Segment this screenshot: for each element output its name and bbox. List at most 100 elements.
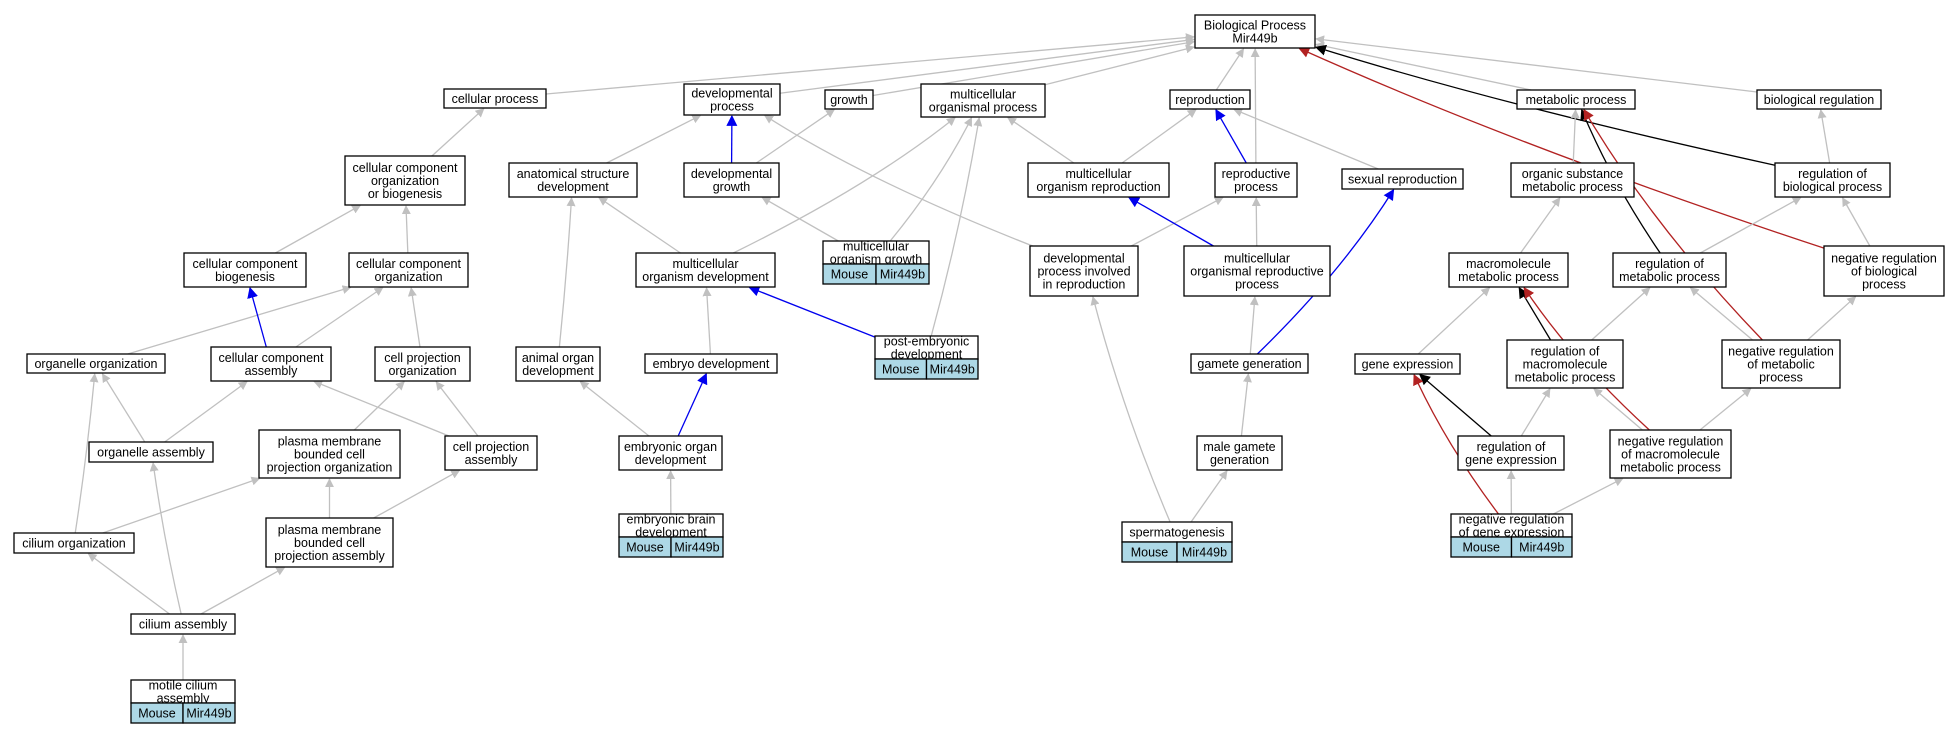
annotation-tag-cell [670, 536, 724, 558]
node-label-line: multicellular [843, 240, 909, 254]
node-box [1774, 162, 1891, 198]
edge-is-a [579, 381, 650, 437]
node-label-line: process [710, 100, 754, 114]
edge-is-a [1007, 117, 1075, 164]
edge-is-a [598, 197, 681, 254]
node-label-line: gene expression [1465, 453, 1557, 467]
node-box [374, 346, 471, 382]
node-box [1612, 252, 1727, 288]
node-box [1457, 435, 1565, 471]
node-label-line: organelle organization [34, 357, 157, 371]
edge-is-a [373, 469, 461, 519]
node-organelle-organization[interactable]: organelle organization [26, 353, 166, 374]
edge-is-a [1520, 388, 1551, 437]
node-embryo-development[interactable]: embryo development [644, 353, 778, 374]
node-metabolic-process[interactable]: metabolic process [1516, 89, 1636, 110]
node-label-line: organism development [642, 270, 769, 284]
node-label-line: organism growth [830, 253, 922, 267]
edge-is-a [1520, 197, 1561, 254]
node-cilium-organization[interactable]: cilium organization [13, 532, 135, 554]
node-label-line: growth [713, 180, 751, 194]
annotation-gene-label: Mir449b [186, 707, 231, 721]
node-label-line: development [635, 453, 707, 467]
node-label-line: organelle assembly [97, 446, 205, 460]
node-label-line: macromolecule [1523, 358, 1608, 372]
node-box [258, 429, 401, 479]
node-label-line: negative regulation [1831, 252, 1937, 266]
node-label-line: metabolic process [1458, 270, 1559, 284]
node-box [515, 346, 601, 382]
annotation-gene-label: Mir449b [930, 363, 975, 377]
node-reproduction[interactable]: reproduction [1169, 89, 1251, 110]
edge-is-a [101, 373, 146, 443]
edge-is-a [558, 197, 576, 348]
node-label-line: developmental [691, 167, 772, 181]
edge-positively-regulates [247, 286, 267, 348]
edge-negatively-regulates [1413, 373, 1499, 515]
node-box [1169, 89, 1251, 110]
node-label-line: process [1234, 180, 1278, 194]
node-box [1756, 89, 1882, 110]
node-cilium-assembly[interactable]: cilium assembly [130, 613, 236, 635]
node-label-line: cellular component [353, 161, 458, 175]
edge-is-a [1807, 296, 1857, 341]
node-box [1721, 339, 1841, 389]
node-label-line: developmental [691, 87, 772, 101]
node-gamete-generation[interactable]: gamete generation [1190, 353, 1309, 374]
edge-is-a [702, 287, 712, 355]
node-box [920, 83, 1046, 118]
node-box [1510, 162, 1635, 198]
annotation-species-label: Mouse [1131, 546, 1169, 560]
edge-positively-regulates [677, 372, 708, 437]
node-sexual-reproduction[interactable]: sexual reproduction [1341, 168, 1464, 190]
node-growth[interactable]: growth [824, 89, 874, 110]
node-label-line: embryo development [653, 357, 770, 371]
node-label-line: development [635, 526, 707, 540]
node-box [13, 532, 135, 554]
edge-is-a [295, 287, 384, 348]
node-cellular-process[interactable]: cellular process [443, 88, 547, 109]
node-label-line: negative regulation [1618, 435, 1724, 449]
node-label-line: multicellular [950, 88, 1016, 102]
edge-is-a [353, 381, 405, 431]
node-organelle-assembly[interactable]: organelle assembly [88, 441, 214, 463]
node-gene-expression[interactable]: gene expression [1354, 353, 1461, 375]
node-biological-regulation[interactable]: biological regulation [1756, 89, 1882, 110]
